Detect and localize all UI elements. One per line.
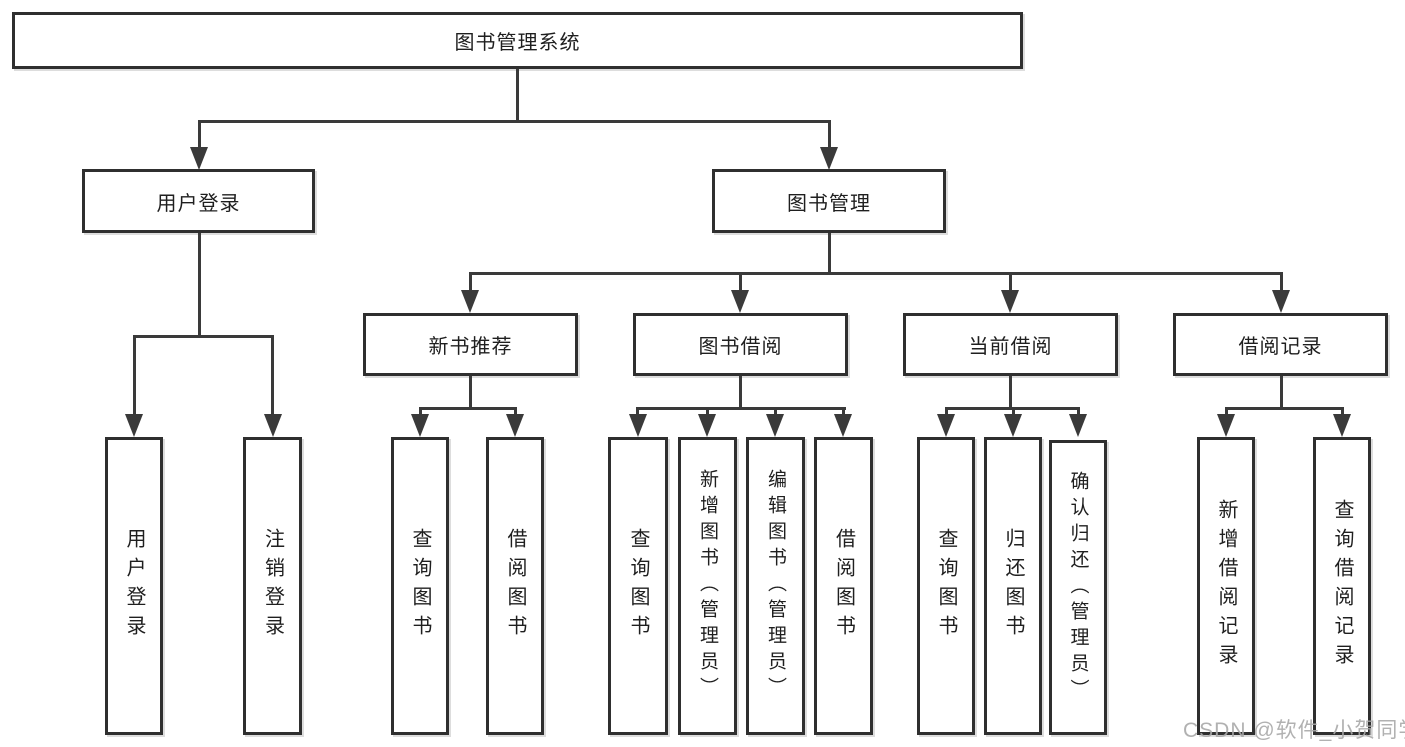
node-current-borrowing: 当前借阅 bbox=[903, 313, 1118, 376]
node-label: 当前借阅 bbox=[968, 336, 1053, 358]
arrow-down-icon bbox=[731, 290, 749, 313]
connector-root-stem bbox=[516, 69, 519, 123]
node-label: 新书推荐 bbox=[428, 336, 513, 358]
connector-root-drop-left bbox=[198, 120, 201, 150]
node-label: 查询图书 bbox=[627, 528, 649, 644]
arrow-down-icon bbox=[629, 414, 647, 437]
connector-user-login-rail bbox=[133, 335, 274, 338]
connector-current-stem bbox=[1009, 376, 1012, 410]
arrow-down-icon bbox=[1217, 414, 1235, 437]
node-label: 查询图书 bbox=[409, 528, 431, 644]
connector-root-drop-right bbox=[828, 120, 831, 150]
node-label: 查询图书 bbox=[935, 528, 957, 644]
connector-new-book-drop-2 bbox=[514, 407, 517, 417]
node-leaf-confirm-return-admin: 确认归还（管理员） bbox=[1049, 440, 1107, 735]
node-label: 注销登录 bbox=[261, 528, 284, 644]
node-leaf-borrow-books-1: 借阅图书 bbox=[486, 437, 544, 735]
node-label: 图书借阅 bbox=[698, 336, 783, 358]
connector-borrow-drop-1 bbox=[636, 407, 639, 417]
connector-record-drop-1 bbox=[1225, 407, 1228, 417]
node-leaf-query-books-3: 查询图书 bbox=[917, 437, 975, 735]
arrow-down-icon bbox=[461, 290, 479, 313]
node-leaf-query-books-2: 查询图书 bbox=[608, 437, 668, 735]
arrow-down-icon bbox=[264, 414, 282, 437]
node-book-management: 图书管理 bbox=[712, 169, 946, 233]
connector-borrow-stem bbox=[739, 376, 742, 410]
connector-book-mgmt-drop-4 bbox=[1280, 272, 1283, 293]
connector-current-drop-2 bbox=[1012, 407, 1015, 417]
csdn-watermark: CSDN @软件_小贺同学 bbox=[1183, 719, 1405, 742]
arrow-down-icon bbox=[698, 414, 716, 437]
connector-book-mgmt-drop-1 bbox=[469, 272, 472, 293]
node-leaf-add-book-admin: 新增图书（管理员） bbox=[678, 437, 737, 735]
arrow-down-icon bbox=[1001, 290, 1019, 313]
connector-borrow-drop-2 bbox=[706, 407, 709, 417]
arrow-down-icon bbox=[125, 414, 143, 437]
connector-current-drop-3 bbox=[1077, 407, 1080, 417]
node-leaf-return-books: 归还图书 bbox=[984, 437, 1042, 735]
node-leaf-borrow-books-2: 借阅图书 bbox=[814, 437, 873, 735]
arrow-down-icon bbox=[190, 147, 208, 170]
node-leaf-add-borrow-record: 新增借阅记录 bbox=[1197, 437, 1255, 735]
node-leaf-query-books-1: 查询图书 bbox=[391, 437, 449, 735]
node-label: 新增图书（管理员） bbox=[697, 469, 718, 703]
arrow-down-icon bbox=[937, 414, 955, 437]
connector-new-book-stem bbox=[469, 376, 472, 410]
connector-root-rail bbox=[198, 120, 830, 123]
node-label: 借阅记录 bbox=[1238, 336, 1323, 358]
node-book-borrowing: 图书借阅 bbox=[633, 313, 848, 376]
connector-book-mgmt-stem bbox=[828, 233, 831, 275]
node-leaf-edit-book-admin: 编辑图书（管理员） bbox=[746, 437, 805, 735]
node-label: 确认归还（管理员） bbox=[1067, 470, 1089, 705]
node-label: 借阅图书 bbox=[832, 528, 855, 644]
arrow-down-icon bbox=[1333, 414, 1351, 437]
node-user-login: 用户登录 bbox=[82, 169, 315, 233]
connector-borrow-rail bbox=[636, 407, 846, 410]
node-label: 编辑图书（管理员） bbox=[765, 469, 786, 703]
arrow-down-icon bbox=[820, 147, 838, 170]
node-library-management-system: 图书管理系统 bbox=[12, 12, 1023, 69]
connector-user-login-drop-1 bbox=[133, 335, 136, 415]
arrow-down-icon bbox=[411, 414, 429, 437]
node-label: 新增借阅记录 bbox=[1215, 499, 1237, 673]
connector-record-stem bbox=[1280, 376, 1283, 410]
connector-current-drop-1 bbox=[945, 407, 948, 417]
connector-record-drop-2 bbox=[1341, 407, 1344, 417]
node-leaf-user-login: 用户登录 bbox=[105, 437, 163, 735]
node-label: 图书管理系统 bbox=[454, 32, 581, 54]
arrow-down-icon bbox=[834, 414, 852, 437]
connector-book-mgmt-drop-3 bbox=[1009, 272, 1012, 293]
arrow-down-icon bbox=[1069, 414, 1087, 437]
node-borrowing-records: 借阅记录 bbox=[1173, 313, 1388, 376]
node-label: 归还图书 bbox=[1002, 528, 1024, 644]
connector-user-login-drop-2 bbox=[271, 335, 274, 415]
node-leaf-logout: 注销登录 bbox=[243, 437, 302, 735]
node-label: 图书管理 bbox=[787, 192, 871, 215]
connector-book-mgmt-rail bbox=[469, 272, 1283, 275]
node-leaf-query-borrow-record: 查询借阅记录 bbox=[1313, 437, 1371, 735]
connector-new-book-rail bbox=[419, 407, 517, 410]
connector-record-rail bbox=[1225, 407, 1344, 410]
arrow-down-icon bbox=[1004, 414, 1022, 437]
arrow-down-icon bbox=[1272, 290, 1290, 313]
node-label: 用户登录 bbox=[156, 192, 241, 215]
connector-user-login-stem bbox=[198, 233, 201, 338]
connector-book-mgmt-drop-2 bbox=[739, 272, 742, 293]
node-label: 借阅图书 bbox=[504, 528, 526, 644]
node-new-book-recommend: 新书推荐 bbox=[363, 313, 578, 376]
connector-borrow-drop-3 bbox=[774, 407, 777, 417]
arrow-down-icon bbox=[766, 414, 784, 437]
node-label: 查询借阅记录 bbox=[1331, 499, 1353, 673]
connector-new-book-drop-1 bbox=[419, 407, 422, 417]
node-label: 用户登录 bbox=[123, 528, 145, 644]
connector-borrow-drop-4 bbox=[842, 407, 845, 417]
arrow-down-icon bbox=[506, 414, 524, 437]
